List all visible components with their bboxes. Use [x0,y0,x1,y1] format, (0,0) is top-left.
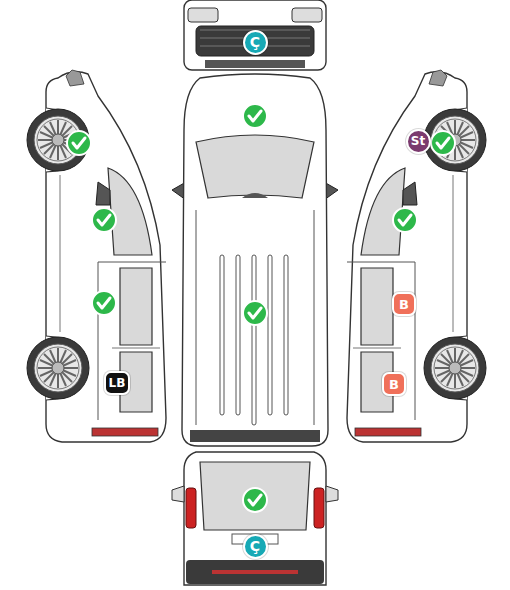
rear-body [184,452,326,585]
windshield [196,135,314,198]
ok-check [393,208,417,232]
roof-outline [182,74,328,446]
badge-code: LB [109,377,126,389]
roof-ribs [196,210,314,425]
ok-check-marks [67,104,455,512]
front-grille [196,26,314,56]
damage-badge: B [392,292,416,316]
damage-badge: Ç [243,30,268,55]
roof-ribs [196,210,197,425]
headlight [292,8,322,22]
rear-view [172,452,338,585]
roof-ribs [268,255,272,415]
front-lip [205,60,305,68]
ok-check [92,208,116,232]
badge-code: B [399,298,409,311]
ok-check [243,301,267,325]
right-side-view [347,70,486,442]
reflector [212,570,298,574]
ok-check [67,131,91,155]
roof-antenna [242,193,268,198]
badge-code: Ç [250,539,260,553]
damage-badge: LB [104,371,130,395]
roof-ribs [284,255,288,415]
roof-ribs [220,255,224,415]
tail-light [186,488,196,528]
right-side-view [347,70,486,442]
headlight [188,8,218,22]
roof-ribs [314,210,315,425]
damage-badge: St [406,129,431,154]
top-view [172,74,338,446]
rear-edge [190,430,320,442]
roof-ribs [252,255,256,425]
roof-ribs [236,255,240,415]
tail-light [314,488,324,528]
badge-code: St [411,135,425,147]
ok-check [243,104,267,128]
rear-bumper [186,560,324,584]
damage-badge: B [382,372,406,396]
ok-check [431,131,455,155]
badge-code: Ç [250,35,260,49]
rear-window [200,462,310,530]
left-side-view [27,70,166,442]
ok-check [92,291,116,315]
left-side-view [27,70,166,442]
badge-code: B [389,378,399,391]
damage-badge: Ç [243,534,268,559]
front-view [184,0,326,70]
front-bumper [184,0,326,70]
ok-check [243,488,267,512]
